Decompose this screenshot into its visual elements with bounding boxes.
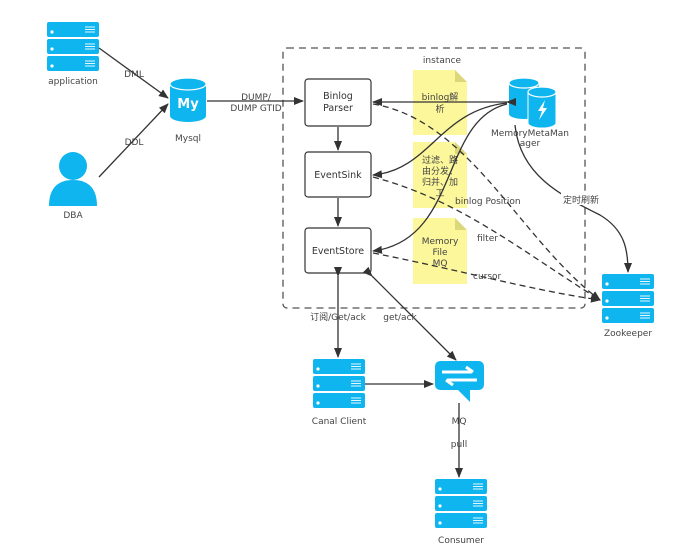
dba-user-icon[interactable]: [49, 152, 97, 206]
edge-meta-store: [372, 103, 508, 254]
event-sink-box[interactable]: EventSink: [304, 151, 372, 198]
edge-label-filter: filter: [477, 234, 498, 244]
event-store-box[interactable]: EventStore: [304, 227, 372, 274]
dba-label: DBA: [63, 211, 83, 221]
instance-container: [282, 47, 586, 309]
meta-manager-database-icon[interactable]: [508, 77, 557, 129]
note-sink-ops-line4: 工: [435, 189, 444, 199]
edge-label-subscribe: 订阅/Get/ack: [310, 312, 367, 323]
note-sink-ops-line3: 归并、加: [422, 176, 458, 188]
consumer-server-icon[interactable]: [434, 478, 488, 529]
lightning-icon: [538, 100, 547, 120]
meta-manager-label-1: MemoryMetaMan: [491, 129, 569, 139]
event-store-label: EventStore: [312, 246, 364, 257]
note-sink-ops-line1: 过滤、路: [422, 154, 458, 166]
edge-parser-zookeeper-position: [372, 103, 601, 301]
application-label: application: [48, 77, 98, 87]
instance-label: instance: [423, 56, 462, 66]
note-sink-ops-line2: 由分发、: [422, 165, 458, 177]
edge-label-ddl: DDL: [125, 138, 144, 148]
zookeeper-server-icon[interactable]: [601, 273, 655, 324]
note-store-types-line2: File: [432, 248, 448, 258]
edge-ddl: [98, 103, 169, 178]
note-binlog-parse-line2: 析: [435, 103, 444, 115]
note-store-types-line3: MQ: [433, 259, 448, 269]
edge-label-cursor: cursor: [473, 272, 502, 282]
mysql-logo-text: My: [177, 97, 199, 112]
edge-store-zookeeper-cursor: [372, 252, 601, 303]
note-sink-ops: 过滤、路 由分发、 归并、加 工: [413, 142, 467, 208]
mysql-database-icon[interactable]: My: [169, 77, 207, 122]
edge-meta-sink: [372, 102, 508, 179]
edge-dml: [98, 47, 169, 99]
mq-icon[interactable]: [435, 361, 484, 402]
edge-label-dump-2: DUMP GTID: [230, 104, 281, 114]
mysql-label: Mysql: [175, 134, 201, 144]
edge-sink-zookeeper-filter: [372, 176, 601, 301]
canal-client-label: Canal Client: [312, 417, 367, 427]
edge-store-mq: [362, 266, 457, 361]
canal-client-server-icon[interactable]: [312, 358, 366, 409]
meta-manager-label-2: ager: [520, 139, 541, 149]
edge-label-dml: DML: [124, 70, 144, 80]
application-server-icon[interactable]: [46, 21, 100, 72]
edge-label-binlog-position: binlog Position: [455, 197, 521, 207]
note-store-types-line1: Memory: [422, 237, 459, 247]
edge-label-refresh: 定时刷新: [563, 194, 599, 206]
binlog-parser-box[interactable]: Binlog Parser: [304, 78, 372, 127]
note-store-types: Memory File MQ: [413, 218, 467, 284]
edge-label-dump-1: DUMP/: [241, 93, 272, 103]
consumer-label: Consumer: [438, 536, 484, 546]
edge-label-get-ack: get/ack: [383, 313, 417, 323]
edge-label-pull: pull: [451, 440, 467, 450]
event-sink-label: EventSink: [314, 170, 362, 181]
note-binlog-parse-line1: binlog解: [422, 91, 459, 103]
binlog-parser-label-1: Binlog: [323, 91, 353, 102]
edge-meta-zookeeper: [514, 124, 632, 273]
binlog-parser-label-2: Parser: [323, 103, 353, 114]
zookeeper-label: Zookeeper: [604, 329, 652, 339]
